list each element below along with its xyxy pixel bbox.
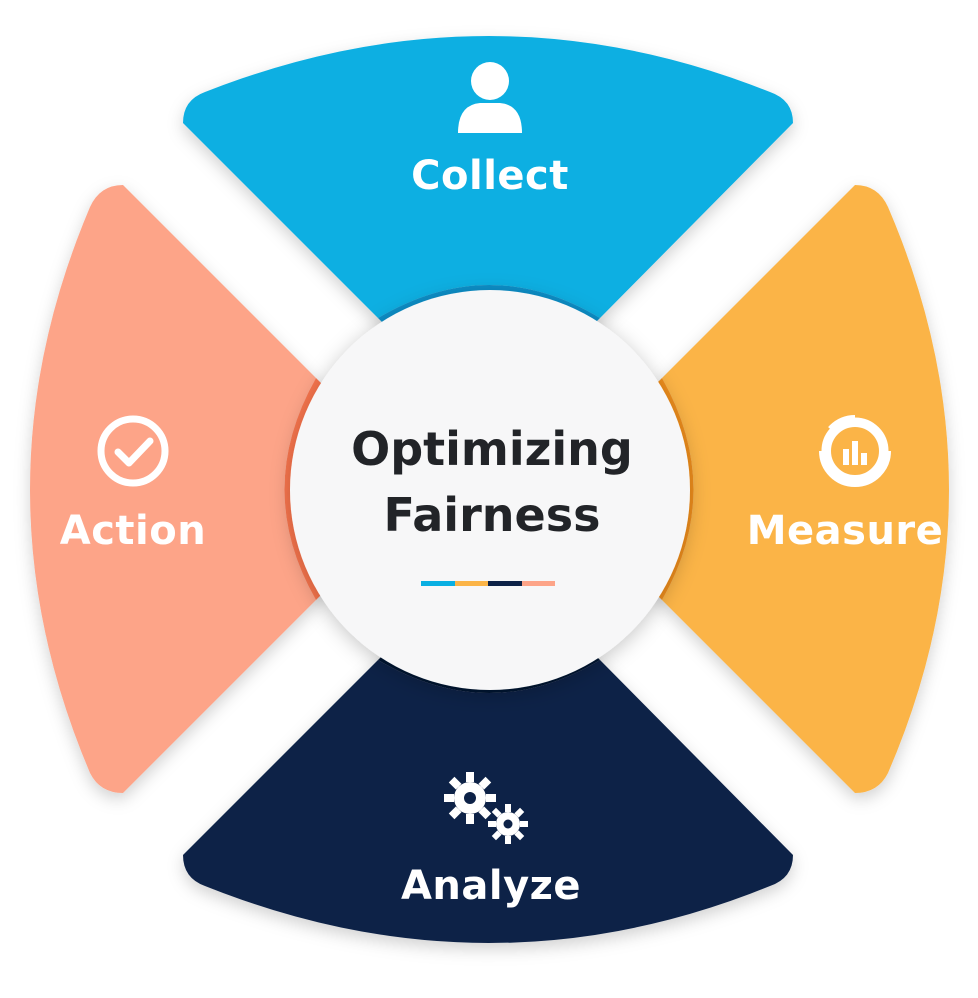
- action-label: Action: [59, 508, 207, 554]
- gears-icon: [444, 772, 528, 844]
- strip-segment-yellow: [454, 581, 488, 586]
- center-title: Optimizing Fairness: [351, 416, 633, 548]
- measure-label: Measure: [746, 508, 944, 554]
- color-strip: [421, 581, 555, 586]
- strip-segment-navy: [488, 581, 522, 586]
- center-circle: [290, 290, 690, 690]
- analyze-label: Analyze: [400, 863, 582, 909]
- strip-segment-blue: [421, 581, 455, 586]
- donut-chart-icon: [816, 412, 894, 487]
- center-title-line1: Optimizing: [351, 422, 633, 476]
- checkmark-circle-icon: [97, 415, 169, 487]
- user-icon: [458, 62, 522, 133]
- center-title-line2: Fairness: [383, 488, 601, 542]
- strip-segment-salmon: [521, 581, 555, 586]
- collect-label: Collect: [411, 153, 569, 199]
